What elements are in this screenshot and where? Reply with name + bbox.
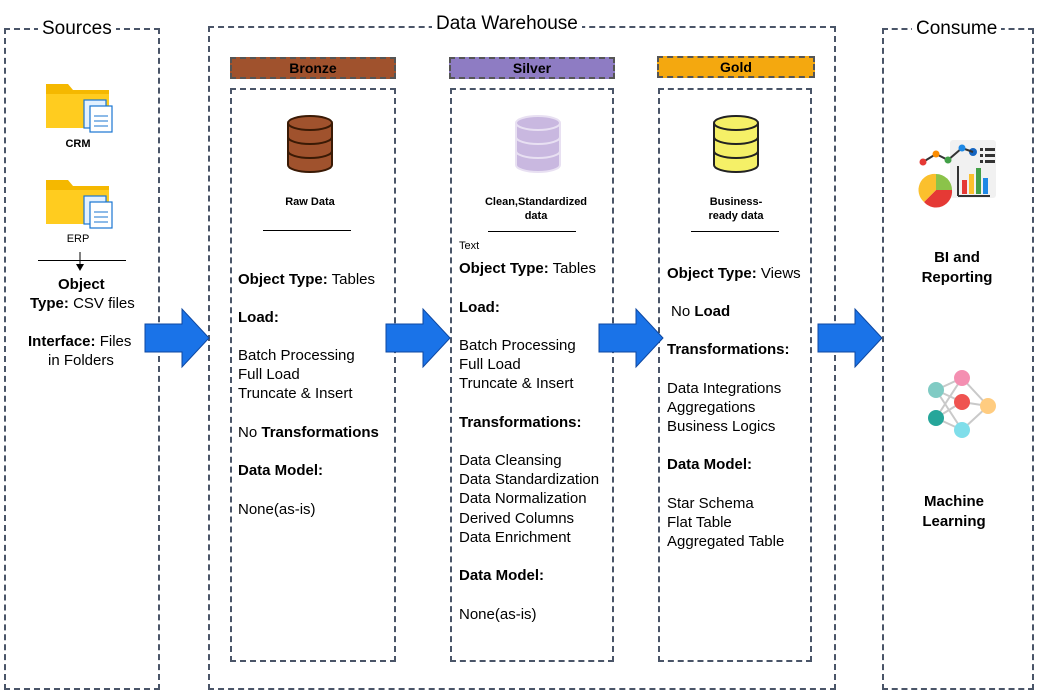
bronze-divider <box>263 230 351 231</box>
gold-model-label: Data Model: <box>667 456 753 473</box>
gold-caption-line2: ready data <box>708 210 764 222</box>
consume-title: Consume <box>912 18 1002 40</box>
folder-icon <box>46 84 113 133</box>
bronze-caption: Raw Data <box>285 196 335 208</box>
bronze-load-item: Truncate & Insert <box>238 385 353 402</box>
source-interface: Interface: Files <box>28 333 132 350</box>
gold-model-item: Flat Table <box>667 514 732 531</box>
consume-panel <box>882 28 1034 690</box>
network-icon <box>928 370 996 438</box>
gold-model-item: Star Schema <box>667 495 754 512</box>
bronze-transformations: No Transformations <box>238 424 379 441</box>
bronze-object-type: Object Type: Tables <box>238 271 376 288</box>
database-icon <box>713 115 759 173</box>
arrow-right-icon <box>817 307 883 369</box>
gold-load: No Load <box>671 303 731 320</box>
gold-transform-item: Data Integrations <box>667 380 782 397</box>
database-icon <box>515 115 561 173</box>
silver-load-label: Load: <box>459 299 500 316</box>
silver-caption-line2: data <box>524 210 548 222</box>
silver-transform-item: Data Enrichment <box>459 529 571 546</box>
silver-stray-text: Text <box>459 240 480 252</box>
bi-label-line2: Reporting <box>921 269 993 286</box>
silver-object-type: Object Type: Tables <box>459 260 597 277</box>
bronze-load-label: Load: <box>238 309 279 326</box>
warehouse-title: Data Warehouse <box>432 13 582 35</box>
silver-model-label: Data Model: <box>459 567 545 584</box>
bronze-load-item: Batch Processing <box>238 347 355 364</box>
gold-transform-item: Aggregations <box>667 399 756 416</box>
gold-model-item: Aggregated Table <box>667 533 785 550</box>
silver-transform-item: Data Cleansing <box>459 452 562 469</box>
source-connector-arrow <box>76 252 84 271</box>
silver-load-item: Batch Processing <box>459 337 576 354</box>
bi-label: BI and <box>934 249 980 266</box>
bronze-load-item: Full Load <box>238 366 300 383</box>
chart-icon <box>918 140 996 208</box>
ml-label: Machine <box>923 493 984 510</box>
database-icon <box>287 115 333 173</box>
source-erp-label: ERP <box>66 233 90 245</box>
ml-label-line2: Learning <box>922 513 986 530</box>
source-divider <box>38 260 126 261</box>
gold-transform-label: Transformations: <box>667 341 790 358</box>
silver-box <box>450 88 614 662</box>
gold-caption: Business- <box>709 196 763 208</box>
gold-object-type: Object Type: Views <box>667 265 801 282</box>
silver-transform-item: Derived Columns <box>459 510 575 527</box>
gold-divider <box>691 231 779 232</box>
folder-icon <box>46 180 113 229</box>
silver-header: Silver <box>449 57 615 79</box>
gold-transform-item: Business Logics <box>667 418 776 435</box>
bronze-model-value: None(as-is) <box>238 501 316 518</box>
arrow-right-icon <box>385 307 451 369</box>
silver-divider <box>488 231 576 232</box>
silver-load-item: Full Load <box>459 356 521 373</box>
gold-box <box>658 88 812 662</box>
arrow-right-icon <box>598 307 664 369</box>
bronze-box <box>230 88 396 662</box>
silver-transform-item: Data Normalization <box>459 490 587 507</box>
silver-transform-item: Data Standardization <box>459 471 600 488</box>
gold-header: Gold <box>657 56 815 78</box>
sources-title: Sources <box>38 18 116 40</box>
source-interface-line2: in Folders <box>48 352 114 369</box>
silver-load-item: Truncate & Insert <box>459 375 574 392</box>
source-object-type: Type: CSV files <box>30 295 135 312</box>
bronze-header: Bronze <box>230 57 396 79</box>
silver-transform-label: Transformations: <box>459 414 582 431</box>
arrow-right-icon <box>144 307 210 369</box>
silver-model-value: None(as-is) <box>459 606 537 623</box>
source-object-label: Object <box>58 276 105 293</box>
silver-caption: Clean,Standardized <box>484 196 588 208</box>
source-crm-label: CRM <box>65 138 91 150</box>
bronze-model-label: Data Model: <box>238 462 324 479</box>
